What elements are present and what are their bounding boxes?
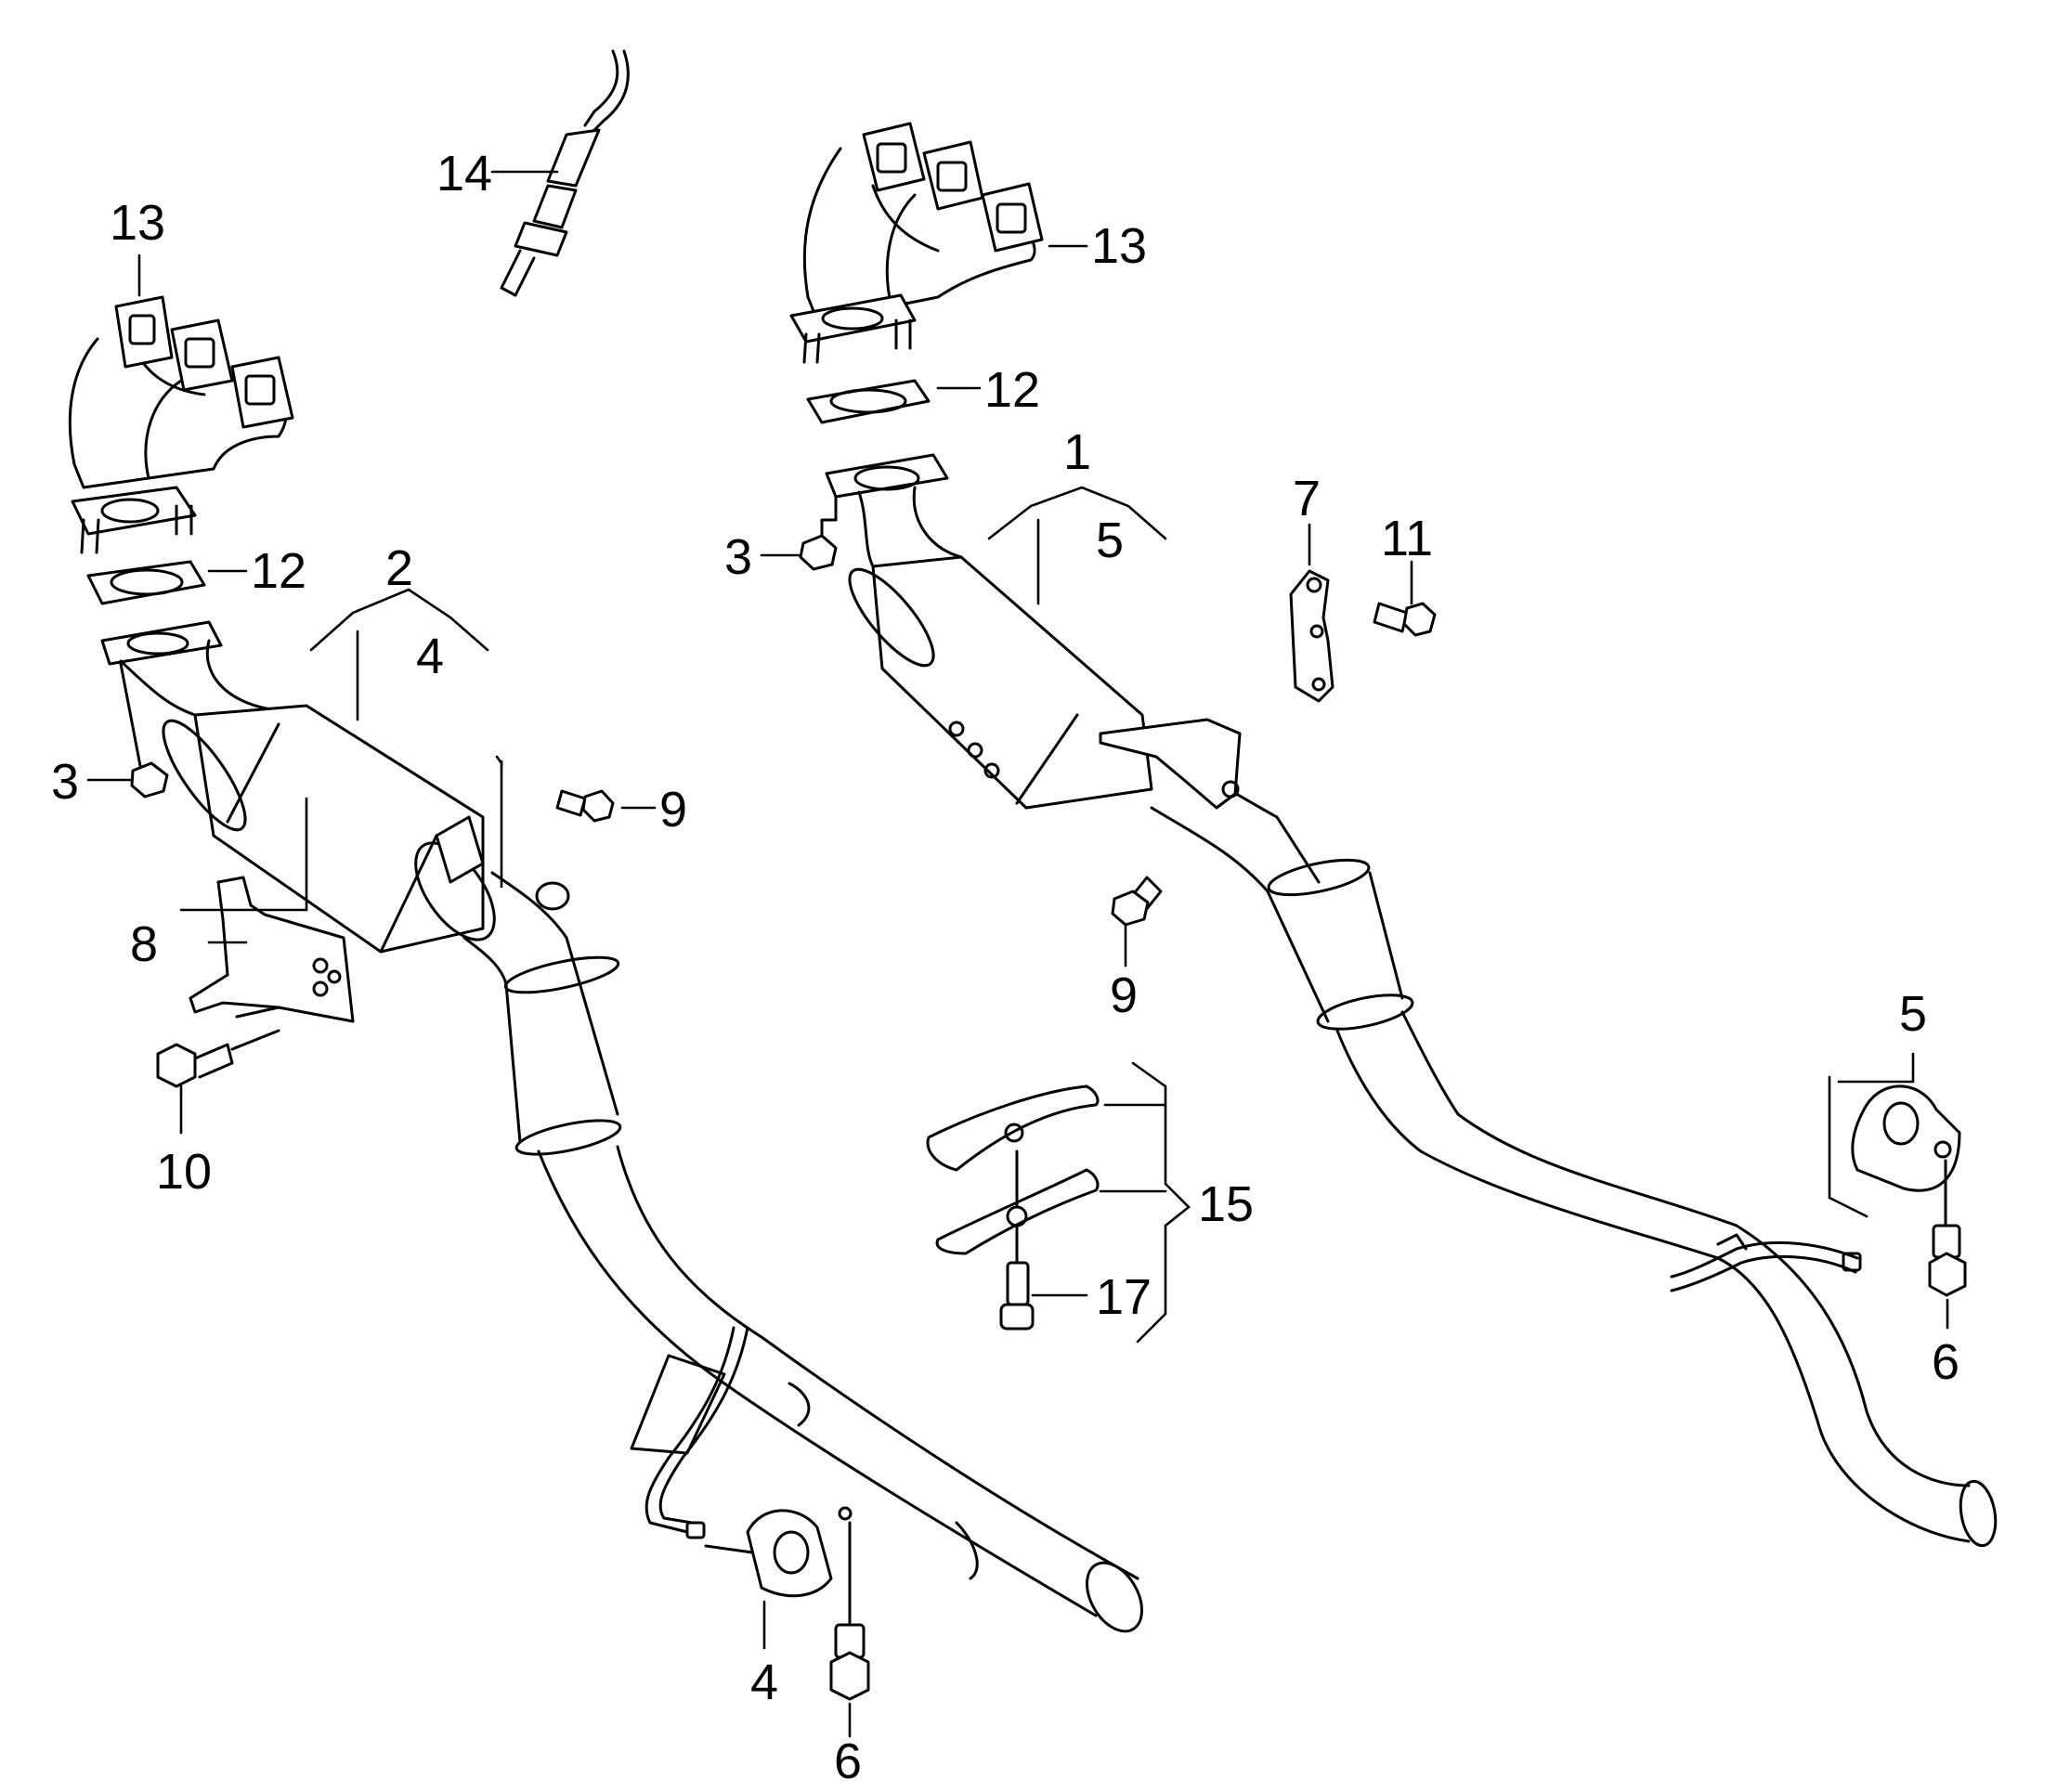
catalytic-converter-left (119, 639, 496, 954)
callout-12-right: 12 (984, 362, 1040, 418)
exhaust-manifold-left (68, 295, 294, 489)
bolt-11 (1373, 602, 1437, 637)
exhaust-pipe-left (462, 871, 1143, 1633)
manifold-flange-right (789, 293, 917, 364)
gasket-right (806, 379, 931, 424)
manifold-flange-left (71, 486, 197, 554)
callout-4-lower: 4 (750, 1655, 778, 1710)
callout-2: 2 (385, 540, 413, 596)
callout-17: 17 (1096, 1269, 1152, 1325)
bolt-10-left (156, 1029, 280, 1088)
callout-6-right: 6 (1932, 1334, 1959, 1390)
callout-7: 7 (1293, 471, 1321, 526)
gasket-left (86, 560, 206, 605)
callout-4-upper: 4 (416, 629, 444, 684)
bolt-17 (999, 1224, 1035, 1331)
bracket-right (1289, 569, 1334, 703)
exhaust-manifold-right (802, 122, 1044, 322)
callout-9-left: 9 (659, 782, 687, 838)
callout-5-upper: 5 (1096, 513, 1124, 568)
heat-shield-right (1099, 718, 1242, 810)
front-pipe-flange-right (820, 453, 949, 540)
callout-13-right: 13 (1091, 218, 1147, 274)
callout-14: 14 (436, 146, 492, 201)
callout-9-right: 9 (1110, 967, 1138, 1023)
callout-1: 1 (1063, 424, 1091, 480)
callout-8: 8 (130, 916, 158, 972)
callout-3-right: 3 (724, 529, 752, 585)
catalytic-converter-right (848, 486, 1153, 810)
nut-left (130, 761, 169, 799)
oxygen-sensor (500, 49, 630, 297)
callout-15: 15 (1198, 1176, 1254, 1232)
callout-5-lower: 5 (1899, 986, 1927, 1042)
callout-12-left: 12 (251, 543, 306, 599)
callout-11: 11 (1381, 511, 1433, 566)
rubber-mount-right (1851, 1084, 1961, 1192)
exhaust-pipe-right (1145, 741, 1998, 1548)
callout-labels: 13 14 12 2 4 3 9 8 10 4 6 13 12 1 5 3 7 … (51, 146, 1959, 1789)
callout-6-left: 6 (834, 1734, 862, 1789)
callout-13-left: 13 (110, 195, 165, 251)
bolt-9-right (1111, 876, 1163, 927)
front-pipe-flange-left (100, 620, 223, 773)
bolt-lower-left (829, 1521, 870, 1701)
sensor-tube-right (1670, 1233, 1862, 1292)
pipe-bracket-left (630, 1326, 749, 1539)
bolt-lower-right (1928, 1159, 1967, 1297)
rubber-mount-left (704, 1506, 853, 1598)
clamp-left (435, 815, 570, 911)
callout-3-left: 3 (51, 754, 79, 810)
nut-right (799, 534, 838, 571)
leader-lines (86, 170, 1949, 1738)
callout-10: 10 (156, 1144, 212, 1200)
clamp-set (926, 1084, 1100, 1255)
bracket-left (189, 876, 355, 1023)
bolt-9-left (555, 789, 615, 823)
